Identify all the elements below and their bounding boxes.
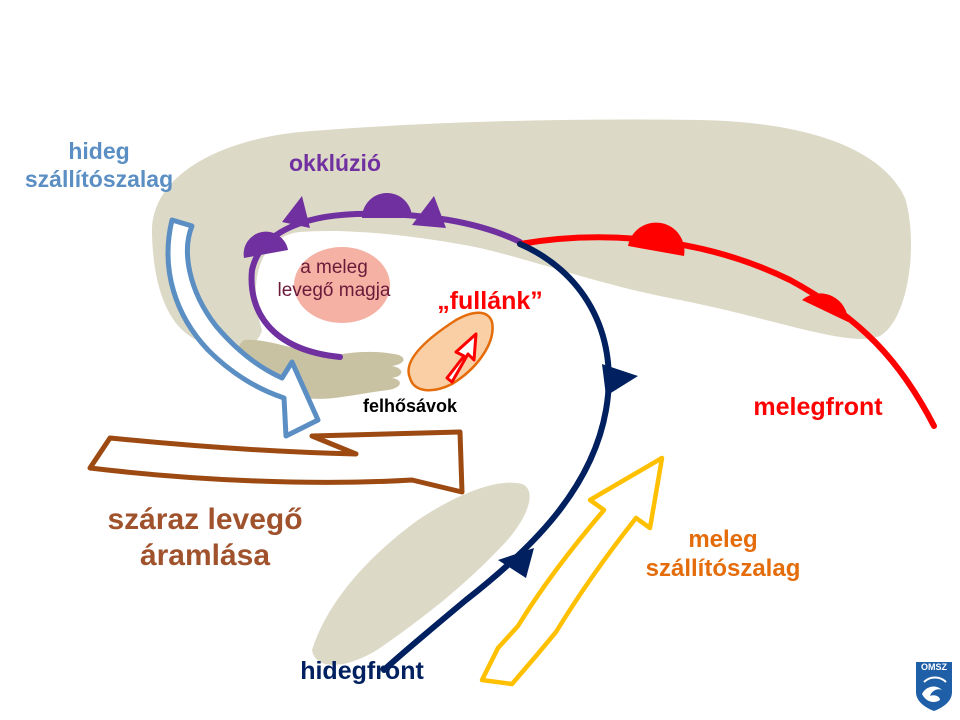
warm-conveyor-arrow [479,455,665,687]
cloud-shield [151,119,912,347]
label-warm-front: melegfront [753,393,883,421]
dry-air-arrow [87,429,465,495]
label-sting-jet: „fullánk” [437,287,543,315]
cold-conveyor-arrow [165,217,321,439]
occlusion-front-line [248,210,523,360]
label-warm-core: a meleg levegő magja [277,257,391,301]
cloud-streak [312,482,530,665]
label-cold-conveyor: hideg szállítószalag [8,138,190,193]
omsz-logo: OMSZ [914,660,954,712]
logo-text: OMSZ [921,662,947,672]
sting-jet-arrow-icon [445,332,478,384]
cold-front-line [381,241,612,673]
omsz-shield-icon [916,662,952,711]
warm-core [294,247,390,323]
sting-jet-shape [407,311,494,392]
label-warm-conveyor: meleg szállítószalag [645,526,801,582]
warm-front-line [517,234,937,429]
label-occlusion: okklúzió [288,150,381,176]
label-dry-air: száraz levegő áramlása [107,503,303,572]
label-cold-front: hidegfront [300,657,424,685]
label-cold-conveyor-text: hideg szállítószalag [24,138,174,192]
label-cloud-bands: felhősávok [362,396,458,416]
